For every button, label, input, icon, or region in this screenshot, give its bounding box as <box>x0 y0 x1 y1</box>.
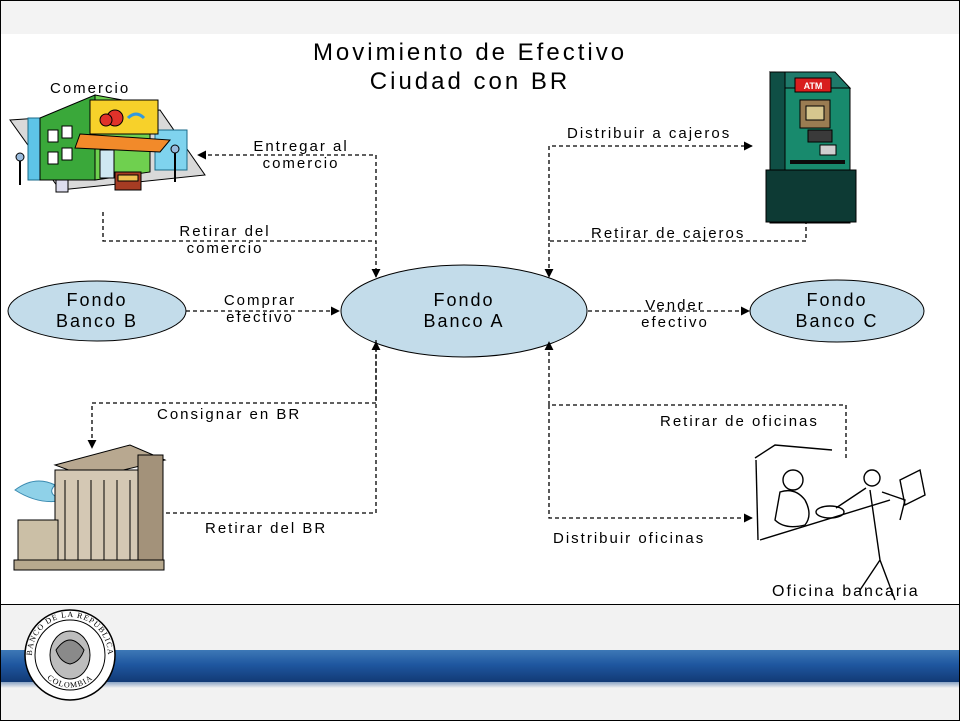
footer-blue-bar <box>0 650 960 682</box>
banco-c-text: Fondo Banco C <box>762 290 912 332</box>
edge-label-retirar-br: Retirar del BR <box>205 520 328 537</box>
edge-retirar-oficinas <box>544 341 847 458</box>
banco-a-line2: Banco A <box>423 311 505 331</box>
bank-office-icon <box>754 444 926 601</box>
diagram-title: Movimiento de Efectivo Ciudad con BR <box>200 38 740 96</box>
edge-label-comprar-line1: Comprar <box>223 292 297 309</box>
edge-label-distribuir-cajeros: Distribuir a cajeros <box>567 125 732 142</box>
banco-a-line1: Fondo <box>433 290 495 310</box>
edge-label-retirar-comercio-line1: Retirar del <box>179 223 271 240</box>
store-icon <box>9 94 206 193</box>
top-strip <box>0 0 960 34</box>
edge-retirar-comercio <box>102 212 381 278</box>
footer-divider <box>0 604 960 605</box>
edge-label-distribuir-oficinas: Distribuir oficinas <box>553 530 706 547</box>
title-line-2: Ciudad con BR <box>369 68 571 95</box>
oval-banco-a <box>340 264 588 358</box>
title-line-1: Movimiento de Efectivo <box>312 39 628 66</box>
oval-banco-c <box>749 279 925 343</box>
edge-label-vender-line1: Vender <box>645 297 705 314</box>
edge-distribuir-cajeros <box>548 141 753 241</box>
banco-b-line1: Fondo <box>66 290 128 310</box>
edge-label-entregar-line1: Entregar al <box>253 138 349 155</box>
edge-retirar-cajeros <box>544 220 807 278</box>
footer-bar-shadow <box>0 682 960 688</box>
edge-label-consignar: Consignar en BR <box>157 406 302 423</box>
edge-entregar-comercio <box>197 150 377 236</box>
oficina-bancaria-label: Oficina bancaria <box>772 583 920 600</box>
edge-label-comprar-line2: efectivo <box>226 309 294 326</box>
edge-label-retirar-oficinas: Retirar de oficinas <box>660 413 819 430</box>
building-icon <box>13 444 167 571</box>
edge-label-retirar-comercio-line2: comercio <box>186 240 264 257</box>
edge-label-retirar-cajeros: Retirar de cajeros <box>591 225 746 242</box>
edge-retirar-br <box>152 341 381 514</box>
banco-b-text: Fondo Banco B <box>22 290 172 332</box>
edge-label-vender-line2: efectivo <box>641 314 709 331</box>
edge-label-entregar-line2: comercio <box>262 155 340 172</box>
banco-b-line2: Banco B <box>55 311 139 331</box>
edge-label-comprar: Comprar efectivo <box>210 292 310 326</box>
connectors <box>87 141 847 523</box>
edge-label-entregar: Entregar al comercio <box>236 138 366 172</box>
seal-logo: BANCO DE LA REPUBLICA COLOMBIA <box>24 609 116 701</box>
atm-icon <box>765 71 857 224</box>
banco-c-line1: Fondo <box>806 290 868 310</box>
banco-c-line2: Banco C <box>795 311 879 331</box>
edge-label-vender: Vender efectivo <box>625 297 725 331</box>
atm-label: ATM <box>804 81 823 91</box>
edge-label-retirar-comercio: Retirar del comercio <box>170 223 280 257</box>
comercio-label: Comercio <box>50 80 131 97</box>
edge-distribuir-oficinas <box>548 405 753 523</box>
banco-a-text: Fondo Banco A <box>384 290 544 332</box>
